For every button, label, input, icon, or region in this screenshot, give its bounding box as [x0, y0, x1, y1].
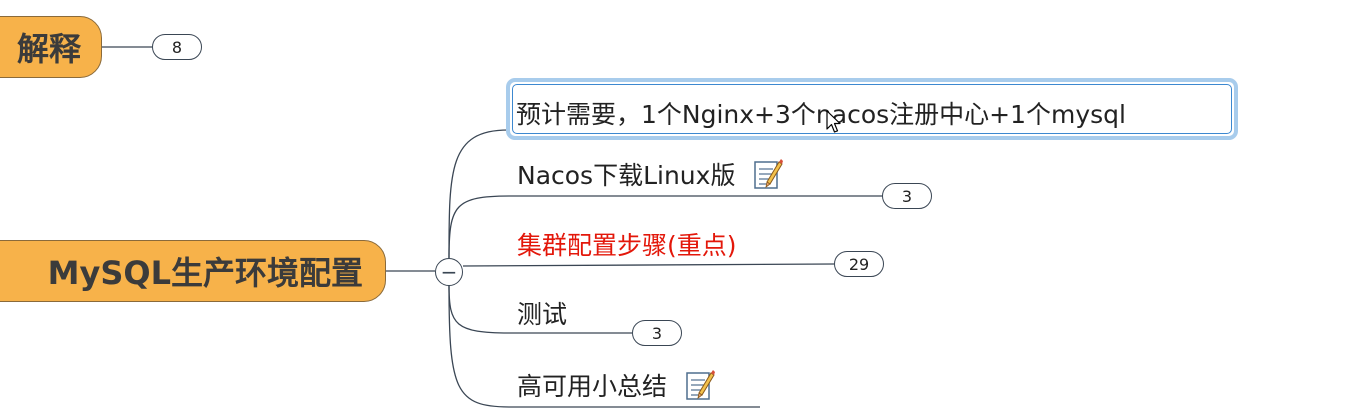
subtopic-label: 预计需要，1个Nginx+3个nacos注册中心+1个mysql	[516, 100, 1126, 129]
main-topic-mysql-config[interactable]: MySQL生产环境配置	[0, 240, 386, 302]
main-topic-label: MySQL生产环境配置	[47, 254, 363, 292]
subtopic-label: 集群配置步骤(重点)	[517, 231, 737, 260]
subtopic-ha-summary[interactable]: 高可用小总结	[517, 366, 716, 404]
main-topic-label: 解释	[16, 30, 81, 68]
subtopic-label: Nacos下载Linux版	[517, 161, 736, 190]
subtopic-label: 高可用小总结	[517, 372, 668, 401]
note-icon[interactable]	[753, 158, 784, 190]
collapsed-count-badge[interactable]: 29	[834, 251, 884, 277]
collapsed-count-badge[interactable]: 3	[632, 320, 682, 346]
subtopic-requirements[interactable]: 预计需要，1个Nginx+3个nacos注册中心+1个mysql	[516, 95, 1126, 131]
subtopic-cluster-config[interactable]: 集群配置步骤(重点)	[517, 226, 737, 262]
subtopic-test[interactable]: 测试	[517, 295, 567, 331]
selected-topic-frame[interactable]	[506, 78, 1238, 140]
selection-outline	[512, 84, 1232, 134]
collapsed-count-badge[interactable]: 3	[882, 183, 932, 209]
main-topic-explain[interactable]: 解释	[0, 16, 102, 78]
note-icon[interactable]	[685, 369, 716, 401]
subtopic-nacos-download[interactable]: Nacos下载Linux版	[517, 155, 784, 193]
collapsed-count-badge[interactable]: 8	[152, 34, 202, 60]
mouse-cursor-icon	[826, 110, 841, 133]
collapse-button[interactable]: −	[435, 258, 463, 286]
subtopic-label: 测试	[517, 300, 568, 329]
